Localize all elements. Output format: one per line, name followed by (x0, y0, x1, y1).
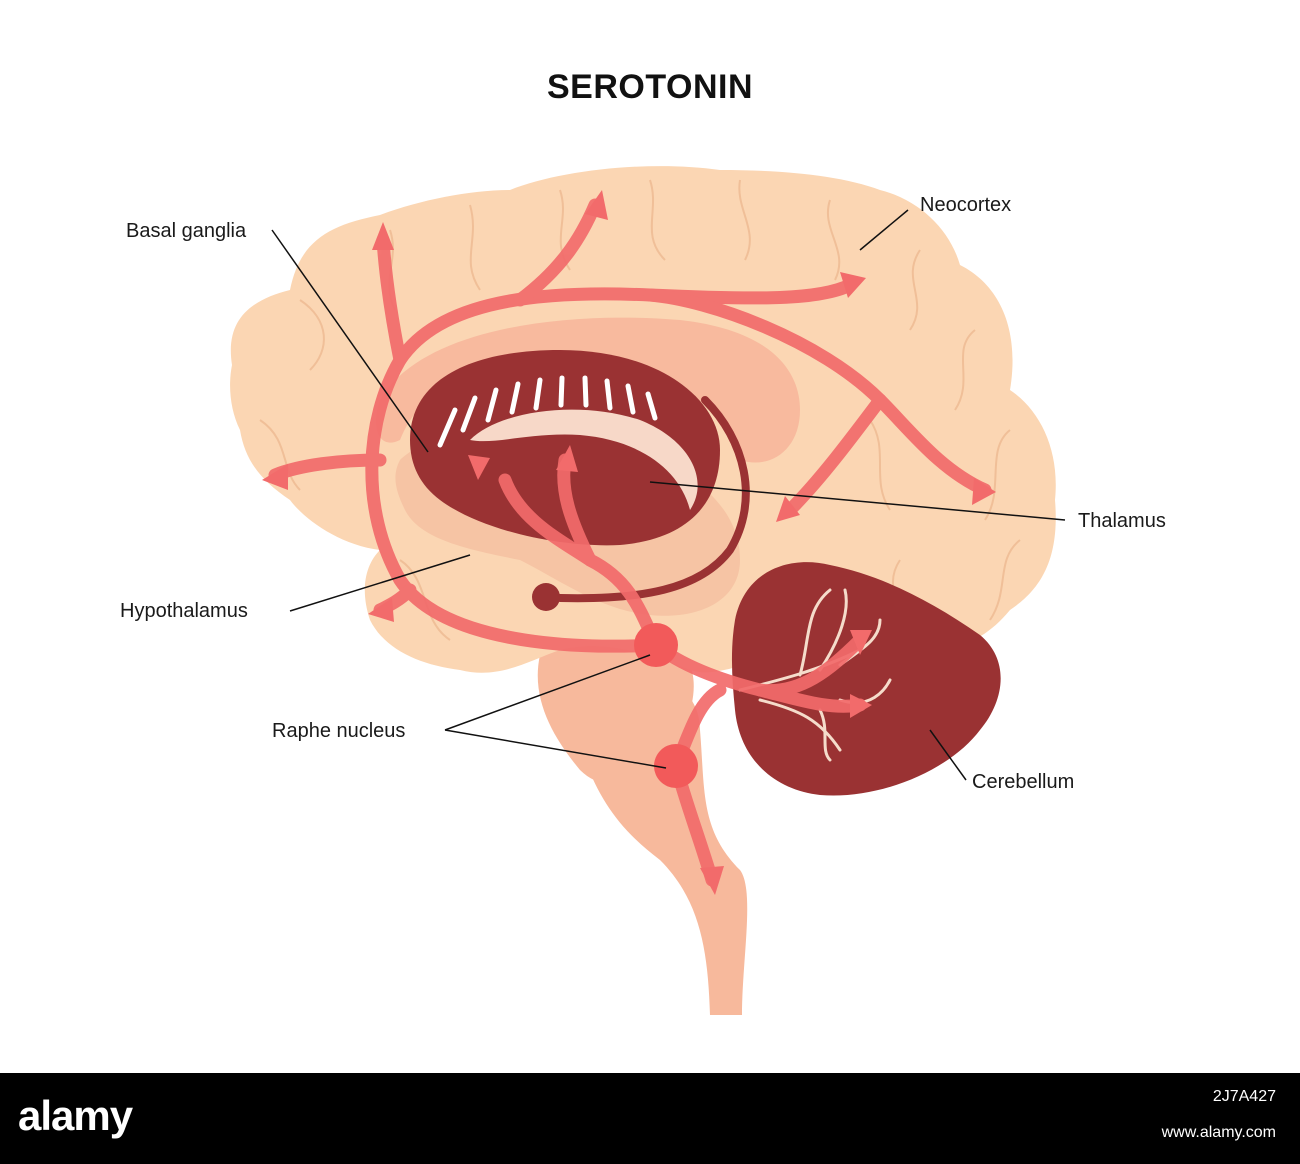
raphe-nucleus-lower (654, 744, 698, 788)
label-cerebellum: Cerebellum (972, 771, 1075, 793)
pathway-arrowheads (262, 190, 996, 895)
watermark-logo: alamy (18, 1092, 133, 1139)
corpus-callosum (376, 317, 800, 463)
label-raphe-nucleus: Raphe nucleus (272, 720, 406, 742)
mammillary-body (532, 583, 560, 611)
leader-lines (271, 209, 1066, 781)
image-id: 2J7A427 (1212, 1088, 1276, 1105)
inner-crescent (470, 409, 698, 510)
watermark-url: www.alamy.com (1161, 1124, 1276, 1141)
label-basal-ganglia: Basal ganglia (126, 220, 247, 242)
brain-diagram (230, 166, 1066, 1015)
diagram-title: SEROTONIN (546, 68, 753, 106)
raphe-nucleus-upper (634, 623, 678, 667)
basal-ganglia-structure (410, 350, 720, 546)
cerebellum-structure (731, 562, 1001, 796)
pons (537, 642, 694, 784)
label-thalamus: Thalamus (1078, 510, 1166, 532)
label-hypothalamus: Hypothalamus (120, 600, 248, 622)
watermark-footer (0, 1073, 1300, 1164)
striations (437, 375, 658, 448)
label-neocortex: Neocortex (920, 194, 1012, 216)
serotonin-pathways (268, 198, 992, 887)
